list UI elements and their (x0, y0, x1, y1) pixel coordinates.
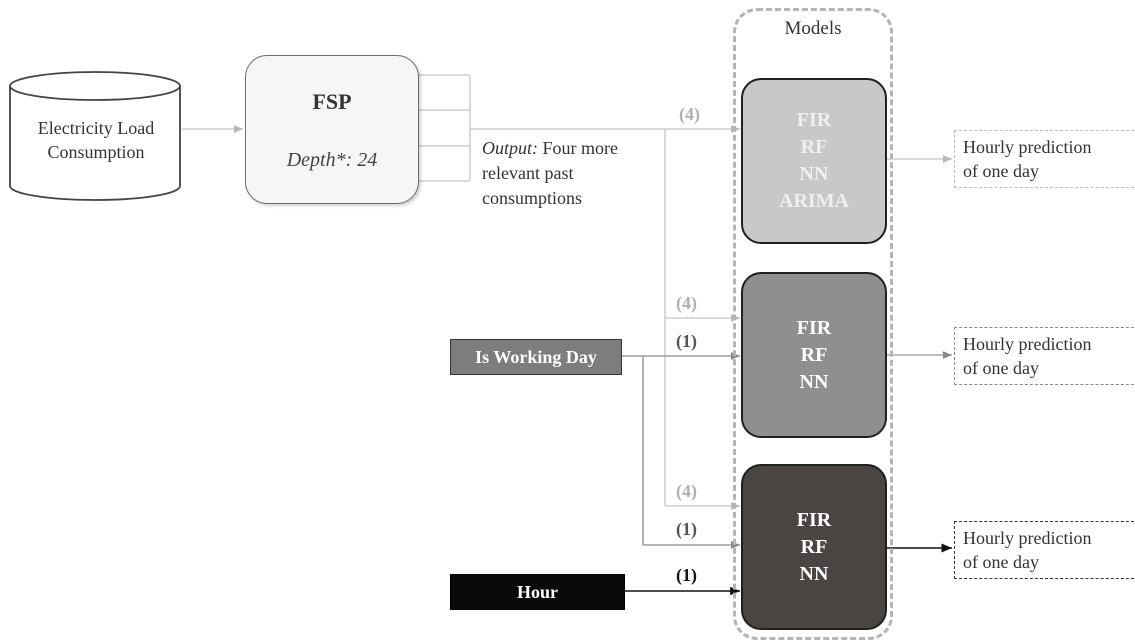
model-1-line: NN (799, 163, 829, 185)
prediction-line2: of one day (963, 161, 1039, 181)
fsp-output-bracket (417, 74, 665, 182)
working-day-input: Is Working Day (450, 339, 622, 375)
model-1-line: ARIMA (779, 190, 849, 212)
prediction-line1: Hourly prediction (963, 137, 1092, 157)
prediction-box-1: Hourly prediction of one day (954, 130, 1135, 188)
prediction-line1: Hourly prediction (963, 334, 1092, 354)
fsp-title: FSP (312, 89, 352, 114)
hour-input: Hour (450, 574, 625, 610)
output-label: Output: (482, 138, 538, 158)
count-label: (1) (676, 331, 697, 351)
prediction-line2: of one day (963, 552, 1039, 572)
prediction-line2: of one day (963, 358, 1039, 378)
model-1-line: RF (800, 136, 828, 158)
output-description: Output: Four more relevant past consumpt… (482, 136, 657, 211)
output-text: Four more relevant past consumptions (482, 138, 618, 208)
model-2-line: FIR (796, 316, 832, 339)
model-3-line: NN (799, 562, 829, 585)
database-cylinder-icon (9, 71, 181, 201)
fsp-box: FSP Depth*: 24 (245, 55, 419, 204)
model-1-line: FIR (796, 109, 832, 131)
prediction-box-2: Hourly prediction of one day (954, 327, 1135, 385)
count-label: (1) (676, 519, 697, 539)
model-3-line: RF (800, 535, 828, 558)
model-box-2: FIR RF NN (741, 272, 887, 438)
models-title: Models (784, 18, 842, 39)
model-2-line: RF (800, 343, 828, 366)
count-label: (4) (679, 104, 700, 124)
model-box-1: FIR RF NN ARIMA (741, 78, 887, 244)
prediction-box-3: Hourly prediction of one day (954, 521, 1135, 579)
model-2-line: NN (799, 370, 829, 393)
models-frame (733, 8, 893, 640)
model-3-line: FIR (796, 508, 832, 531)
count-label: (4) (676, 293, 697, 313)
count-label: (1) (676, 565, 697, 585)
count-label: (4) (676, 481, 697, 501)
model-box-3: FIR RF NN (741, 464, 887, 630)
prediction-line1: Hourly prediction (963, 528, 1092, 548)
fsp-depth: Depth*: 24 (286, 149, 378, 171)
source-label: Electricity Load Consumption (37, 118, 155, 162)
